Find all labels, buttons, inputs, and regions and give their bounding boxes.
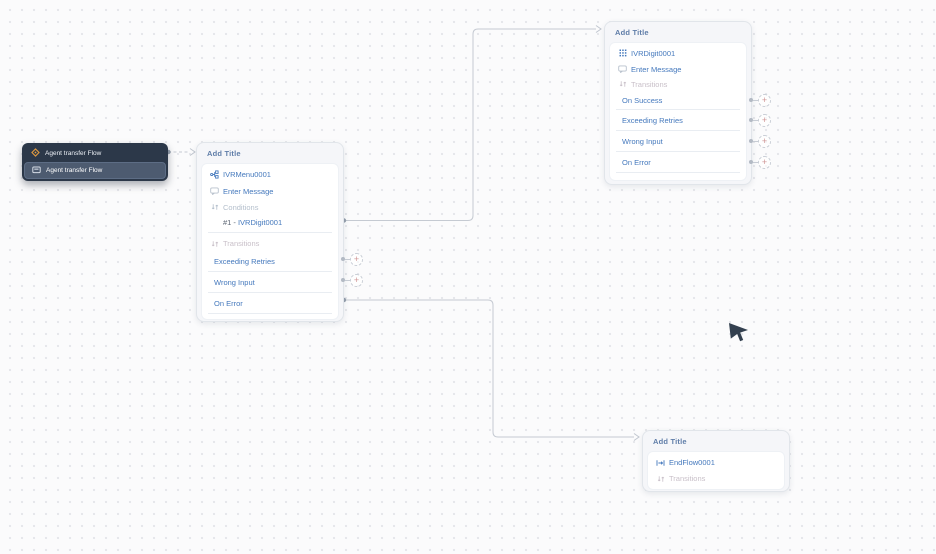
transition-on-success[interactable]: On Success: [610, 91, 746, 110]
transitions-label: Transitions: [631, 79, 668, 89]
enter-message-row[interactable]: Enter Message: [202, 183, 338, 199]
enter-message-label: Enter Message: [223, 186, 274, 196]
flow-card-icon: [32, 166, 41, 176]
node-title[interactable]: Add Title: [207, 148, 241, 158]
transitions-section-row[interactable]: Transitions: [202, 236, 338, 251]
condition-target: IVRDigit0001: [237, 217, 283, 227]
port-dash: [753, 161, 758, 163]
card-bottom-padding: [202, 314, 338, 319]
node-body-card: IVRMenu0001 Enter Message: [201, 163, 339, 320]
node-end-flow[interactable]: Add Title EndFlow0001 Tran: [642, 430, 790, 492]
condition-row[interactable]: #1 - IVRDigit0001: [202, 215, 338, 229]
transition-label: Exceeding Retries: [214, 257, 275, 266]
node-body-card: EndFlow0001 Transitions: [647, 451, 785, 490]
port-dash: [345, 258, 350, 260]
step-label: IVRDigit0001: [631, 48, 676, 58]
flow-branch-icon: [210, 170, 219, 179]
transition-label: On Success: [622, 96, 663, 105]
enter-message-label: Enter Message: [631, 64, 682, 74]
transition-on-error[interactable]: On Error: [610, 152, 746, 173]
start-flow-selected-label: Agent transfer Flow: [46, 167, 103, 174]
keypad-grid-icon: [618, 49, 627, 58]
port-on-error[interactable]: +: [749, 155, 774, 169]
add-connection-button[interactable]: +: [350, 273, 363, 287]
transition-wrong-input[interactable]: Wrong Input: [610, 131, 746, 152]
step-label: IVRMenu0001: [223, 170, 271, 179]
port-dot: [341, 278, 345, 282]
port-dash: [345, 279, 350, 281]
step-label: EndFlow0001: [669, 458, 715, 467]
node-body-card: IVRDigit0001 Enter Message: [609, 42, 747, 181]
step-row-endflow[interactable]: EndFlow0001: [648, 454, 784, 471]
node-title[interactable]: Add Title: [653, 436, 687, 446]
message-icon: [618, 65, 627, 74]
edge-menu-to-end[interactable]: [341, 297, 640, 441]
transitions-label: Transitions: [223, 239, 260, 248]
flow-start-diamond-icon: [31, 147, 40, 159]
port-exceeding-retries[interactable]: +: [749, 113, 774, 127]
transition-exceeding-retries[interactable]: Exceeding Retries: [610, 110, 746, 131]
transition-label: On Error: [214, 299, 243, 308]
transition-label: On Error: [622, 158, 651, 167]
port-exceeding-retries[interactable]: +: [341, 252, 366, 266]
end-flow-icon: [656, 458, 665, 467]
node-title[interactable]: Add Title: [615, 27, 649, 37]
enter-message-row[interactable]: Enter Message: [610, 61, 746, 77]
step-row-ivrmenu[interactable]: IVRMenu0001: [202, 166, 338, 183]
node-ivr-digit[interactable]: Add Title IVRDigit0001: [604, 21, 752, 185]
step-row-ivrdigit[interactable]: IVRDigit0001: [610, 45, 746, 61]
transition-label: Wrong Input: [622, 137, 663, 146]
transition-wrong-input[interactable]: Wrong Input: [202, 272, 338, 293]
port-dot: [749, 98, 753, 102]
message-icon: [210, 187, 219, 196]
conditions-section-row[interactable]: Conditions: [202, 199, 338, 215]
card-bottom-padding: [648, 486, 784, 489]
port-dash: [753, 99, 758, 101]
condition-prefix: #1 -: [223, 217, 236, 227]
node-agent-transfer-flow[interactable]: Agent transfer Flow Agent transfer Flow: [22, 143, 168, 181]
divider: [208, 232, 332, 233]
add-connection-button[interactable]: +: [758, 155, 771, 169]
transitions-icon: [618, 80, 627, 89]
condition-text: #1 - IVRDigit0001: [223, 218, 282, 227]
transition-label: Wrong Input: [214, 278, 255, 287]
add-connection-button[interactable]: +: [758, 113, 771, 127]
transitions-label: Transitions: [669, 474, 706, 483]
node-ivr-menu[interactable]: Add Title IVRMenu0001: [196, 142, 344, 322]
edge-menu-to-digit[interactable]: [341, 25, 602, 223]
port-on-success[interactable]: +: [749, 93, 774, 107]
port-dash: [753, 119, 758, 121]
port-dot: [341, 257, 345, 261]
add-connection-button[interactable]: +: [350, 252, 363, 266]
port-dot: [749, 160, 753, 164]
conditions-icon: [210, 203, 219, 212]
card-bottom-padding: [610, 173, 746, 180]
start-flow-label: Agent transfer Flow: [45, 149, 102, 157]
transitions-section-row[interactable]: Transitions: [610, 77, 746, 91]
port-wrong-input[interactable]: +: [749, 134, 774, 148]
port-wrong-input[interactable]: +: [341, 273, 366, 287]
port-dot: [749, 139, 753, 143]
conditions-label: Conditions: [223, 202, 259, 212]
transition-on-error[interactable]: On Error: [202, 293, 338, 314]
transition-label: Exceeding Retries: [622, 116, 683, 125]
port-dash: [753, 140, 758, 142]
port-dot: [749, 118, 753, 122]
start-flow-row[interactable]: Agent transfer Flow: [24, 145, 166, 161]
mouse-cursor-icon: [728, 322, 750, 349]
add-connection-button[interactable]: +: [758, 93, 771, 107]
start-flow-selected-row[interactable]: Agent transfer Flow: [24, 162, 166, 179]
transition-exceeding-retries[interactable]: Exceeding Retries: [202, 251, 338, 272]
transitions-icon: [210, 239, 219, 248]
edge-start-to-menu[interactable]: [166, 148, 196, 156]
add-connection-button[interactable]: +: [758, 134, 771, 148]
transitions-icon: [656, 474, 665, 483]
transitions-section-row[interactable]: Transitions: [648, 471, 784, 486]
